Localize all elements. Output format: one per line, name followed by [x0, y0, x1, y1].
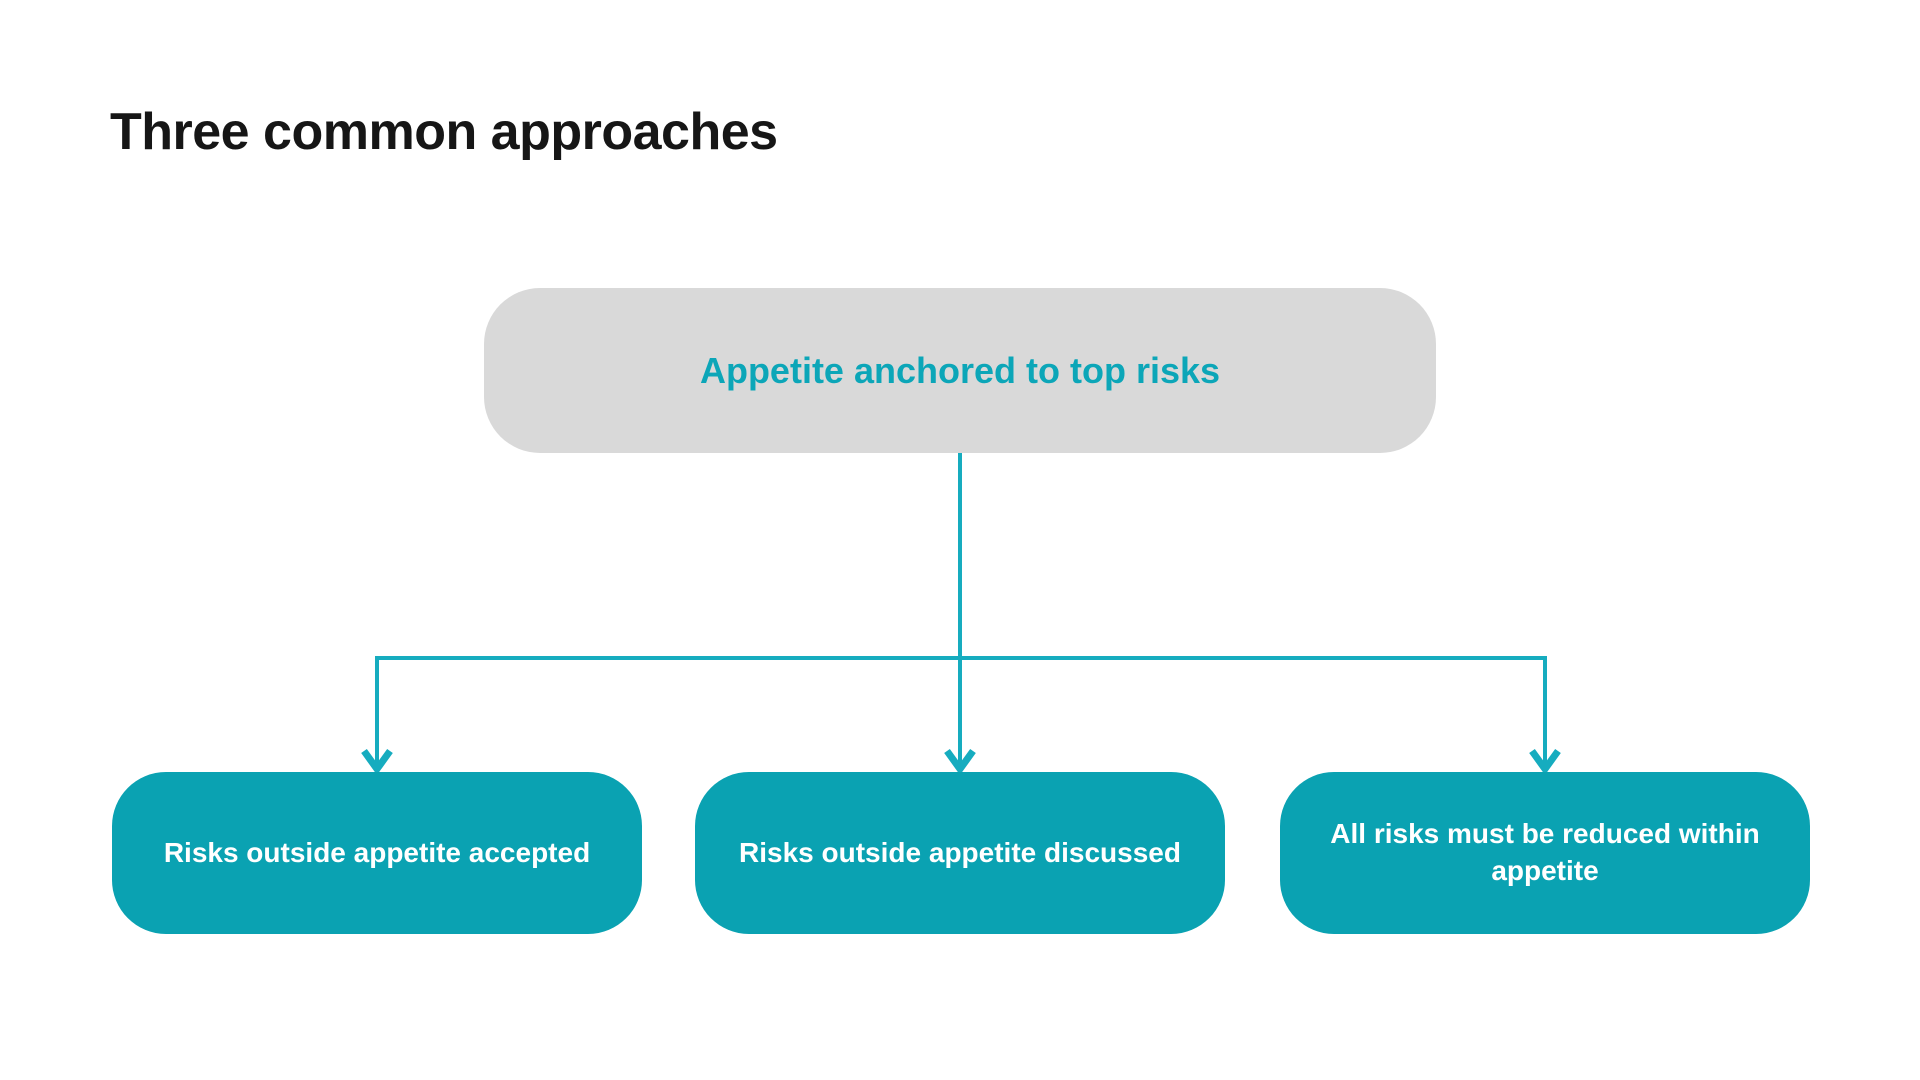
- arrow-down-icon: [361, 748, 393, 775]
- child-node-risks-reduced: All risks must be reduced within appetit…: [1280, 772, 1810, 934]
- arrow-down-icon: [944, 748, 976, 775]
- arrow-down-icon: [1529, 748, 1561, 775]
- child-node-label: Risks outside appetite accepted: [163, 836, 591, 868]
- slide-title: Three common approaches: [110, 103, 778, 161]
- child-node-label: Risks outside appetite discussed: [739, 836, 1181, 868]
- root-node-label: Appetite anchored to top risks: [699, 349, 1221, 391]
- connector-branch-rail: [375, 656, 1547, 764]
- child-node-risks-discussed: Risks outside appetite discussed: [695, 772, 1225, 934]
- root-node: Appetite anchored to top risks: [484, 288, 1436, 453]
- child-node-risks-accepted: Risks outside appetite accepted: [112, 772, 642, 934]
- child-node-label: All risks must be reduced within appetit…: [1330, 818, 1760, 886]
